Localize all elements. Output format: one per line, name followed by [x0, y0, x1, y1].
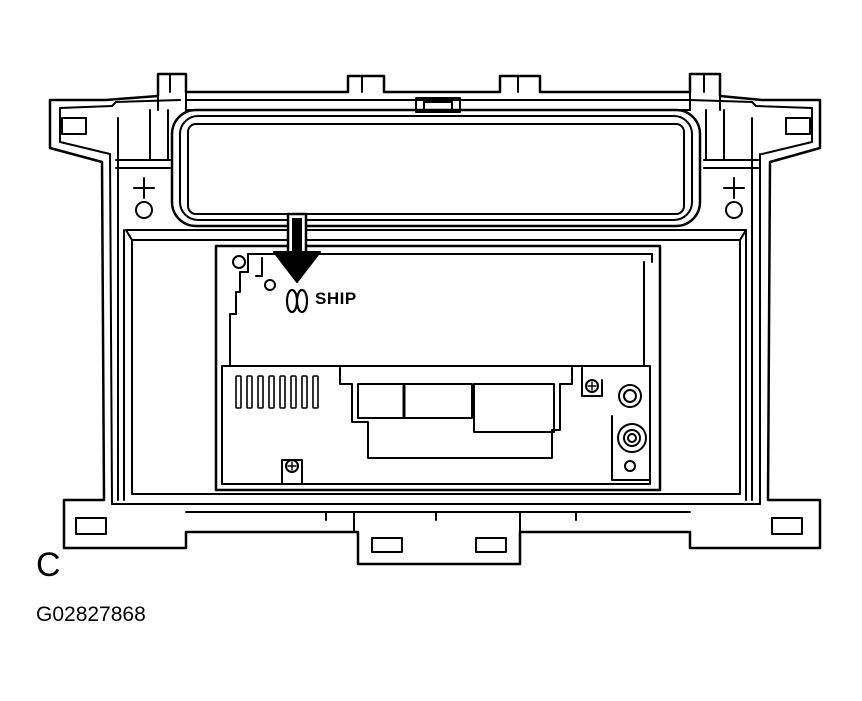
arrow-shaft-fill: [292, 218, 302, 252]
bezel-frame: [48, 72, 822, 566]
right-screw-boss: [723, 177, 745, 219]
connector-right: [473, 383, 555, 433]
corner-bracket: [255, 257, 263, 277]
right-upper-slot: [785, 117, 811, 135]
antenna-jack-upper: [618, 384, 642, 408]
top-right-clip: [689, 73, 721, 111]
jack-bracket: [611, 415, 651, 481]
right-side-lines: [705, 109, 753, 501]
top-left-clip: [157, 73, 187, 111]
display-mid: [179, 115, 693, 221]
view-label: C: [36, 546, 61, 584]
bezel-inner-outline: [59, 99, 813, 505]
unit-outline: [214, 244, 662, 492]
bottom-left-slot: [75, 517, 107, 535]
ship-mark-symbol: [285, 288, 309, 314]
connector-middle: [403, 383, 473, 419]
display-window: [170, 108, 702, 228]
cavity: [111, 229, 761, 505]
bottom-center-slot-left: [371, 537, 403, 553]
left-upper-slot: [61, 117, 87, 135]
indicator-arrow: [273, 212, 321, 283]
top-center-clips: [361, 75, 519, 93]
unit-top-inner: [247, 253, 653, 367]
bottom-ticks: [299, 511, 577, 533]
unit-stepped-edge: [229, 253, 249, 367]
left-screw-boss: [133, 177, 155, 219]
ship-mark-label: SHIP: [315, 289, 357, 308]
connector-bay: [339, 367, 573, 459]
top-left-boss: [232, 255, 246, 269]
bottom-center-slot-right: [475, 537, 507, 553]
locating-hole: [264, 279, 276, 291]
cavity-top: [125, 229, 747, 241]
radio-unit: [214, 244, 662, 492]
small-hole: [624, 460, 636, 472]
bottom-tabs: [75, 511, 803, 553]
left-side-lines: [117, 109, 169, 501]
vent-slots: [235, 375, 319, 409]
lower-face-plate: [221, 365, 651, 485]
figure-id: G02827868: [36, 603, 146, 626]
bottom-right-slot: [771, 517, 803, 535]
bezel-outline: [48, 72, 822, 566]
arrow-head: [273, 251, 321, 283]
top-center-latch: [415, 97, 461, 113]
display-outer: [170, 108, 702, 228]
display-inner: [187, 123, 685, 215]
upper-cross-lines: [115, 159, 759, 169]
right-screw: [581, 367, 603, 397]
antenna-jack-lower: [617, 423, 647, 453]
connector-left: [357, 383, 405, 419]
lower-screw: [281, 459, 303, 485]
cavity-walls: [131, 239, 741, 495]
